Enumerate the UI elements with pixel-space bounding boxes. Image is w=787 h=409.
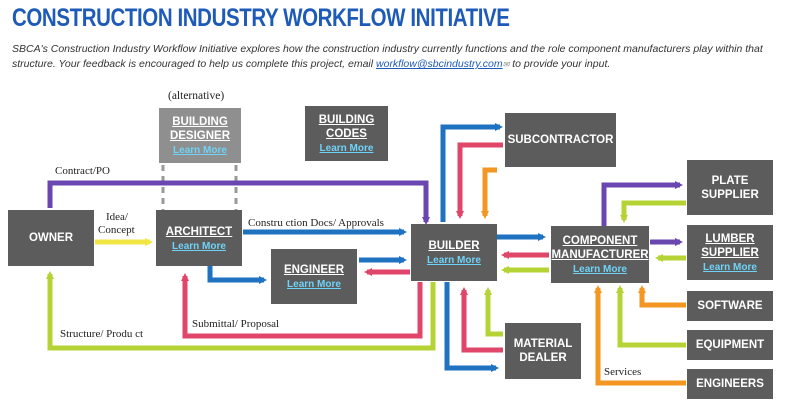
building-codes-learn-more-link[interactable]: Learn More: [319, 143, 374, 154]
building-codes-label-2[interactable]: CODES: [326, 128, 367, 140]
node-component-manufacturer[interactable]: COMPONENT MANUFACTURER Learn More: [551, 226, 649, 283]
equipment-label: EQUIPMENT: [695, 339, 765, 351]
engineer-learn-more-link[interactable]: Learn More: [287, 279, 341, 290]
arrow-builder-architect: [181, 273, 423, 339]
architect-label[interactable]: ARCHITECT: [165, 225, 233, 238]
builder-learn-more-link[interactable]: Learn More: [427, 255, 481, 266]
arrow-subcontractor-builder: [456, 142, 503, 219]
building-codes-label-1[interactable]: BUILDING: [318, 114, 375, 126]
engineer-label[interactable]: ENGINEER: [283, 264, 345, 276]
node-building-codes[interactable]: BUILDING CODES Learn More: [305, 106, 388, 161]
alternative-label: (alternative): [168, 90, 225, 102]
idea-label-2: Concept: [98, 224, 135, 236]
arrow-software-manufacturer: [638, 285, 686, 308]
arrow-owner-builder-contract: [47, 180, 430, 225]
engineers-label: ENGINEERS: [696, 378, 764, 390]
construction-docs-label: Constru ction Docs/ Approvals: [248, 217, 384, 229]
submittal-label: Submittal/ Proposal: [192, 318, 280, 330]
subcontractor-label: SUBCONTRACTOR: [507, 134, 614, 146]
arrow-builder-owner: [46, 271, 436, 351]
builder-label[interactable]: BUILDER: [428, 240, 480, 252]
node-plate-supplier: PLATE SUPPLIER: [687, 160, 773, 215]
email-link[interactable]: workflow@sbcindustry.com: [376, 58, 503, 70]
intro-paragraph: SBCA's Construction Industry Workflow In…: [12, 42, 782, 72]
arrow-dealer-builder-2: [484, 287, 503, 337]
idea-label-1: Idea/: [106, 211, 128, 223]
lumber-supplier-label-2[interactable]: SUPPLIER: [701, 247, 759, 259]
arrow-architect-engineer: [207, 265, 267, 284]
contract-label: Contract/PO: [55, 165, 110, 177]
component-manufacturer-learn-more-link[interactable]: Learn More: [573, 264, 627, 275]
material-dealer-label-1: MATERIAL: [513, 338, 573, 350]
node-builder[interactable]: BUILDER Learn More: [411, 224, 497, 281]
material-dealer-label-2: DEALER: [519, 352, 567, 364]
arrow-builder-subcontractor: [440, 123, 503, 222]
node-software: SOFTWARE: [687, 291, 773, 321]
node-equipment: EQUIPMENT: [687, 330, 773, 360]
services-label: Services: [604, 366, 642, 378]
node-material-dealer: MATERIAL DEALER: [505, 323, 581, 379]
software-label: SOFTWARE: [697, 300, 763, 312]
page-title: CONSTRUCTION INDUSTRY WORKFLOW INITIATIV…: [12, 4, 510, 32]
node-architect[interactable]: ARCHITECT Learn More: [156, 210, 242, 266]
intro-text-end: to provide your input.: [509, 58, 611, 70]
node-engineer[interactable]: ENGINEER Learn More: [271, 249, 357, 304]
structure-label: Structure/ Produ ct: [60, 328, 144, 340]
node-engineers: ENGINEERS: [687, 369, 773, 399]
plate-supplier-label-2: SUPPLIER: [701, 188, 759, 201]
architect-learn-more-link[interactable]: Learn More: [172, 240, 226, 252]
component-manufacturer-label-2[interactable]: MANUFACTURER: [551, 249, 649, 261]
owner-label: OWNER: [28, 232, 74, 244]
lumber-supplier-learn-more-link[interactable]: Learn More: [703, 262, 757, 273]
arrow-plate-manufacturer: [620, 200, 686, 223]
arrow-engineers-manufacturer: [594, 285, 686, 386]
component-manufacturer-label-1[interactable]: COMPONENT: [562, 235, 638, 247]
node-subcontractor: SUBCONTRACTOR: [505, 113, 616, 167]
building-designer-label-1[interactable]: BUILDING: [172, 116, 228, 128]
arrow-equipment-manufacturer: [616, 285, 686, 348]
node-lumber-supplier[interactable]: LUMBER SUPPLIER Learn More: [687, 225, 773, 280]
lumber-supplier-label-1[interactable]: LUMBER: [705, 233, 755, 245]
node-building-designer[interactable]: BUILDING DESIGNER Learn More: [159, 108, 241, 163]
arrow-manufacturer-plate: [601, 181, 683, 227]
arrow-builder-dealer: [444, 282, 499, 372]
plate-supplier-label-1: PLATE: [711, 174, 749, 187]
arrow-subcontractor-builder-2: [481, 167, 497, 219]
mail-icon: ✉: [502, 60, 510, 69]
building-designer-learn-more-link[interactable]: Learn More: [173, 145, 227, 156]
intro-text: SBCA's Construction Industry Workflow In…: [12, 43, 763, 70]
arrow-dealer-builder: [460, 287, 503, 353]
building-designer-label-2[interactable]: DESIGNER: [169, 130, 231, 142]
node-owner: OWNER: [8, 210, 94, 266]
